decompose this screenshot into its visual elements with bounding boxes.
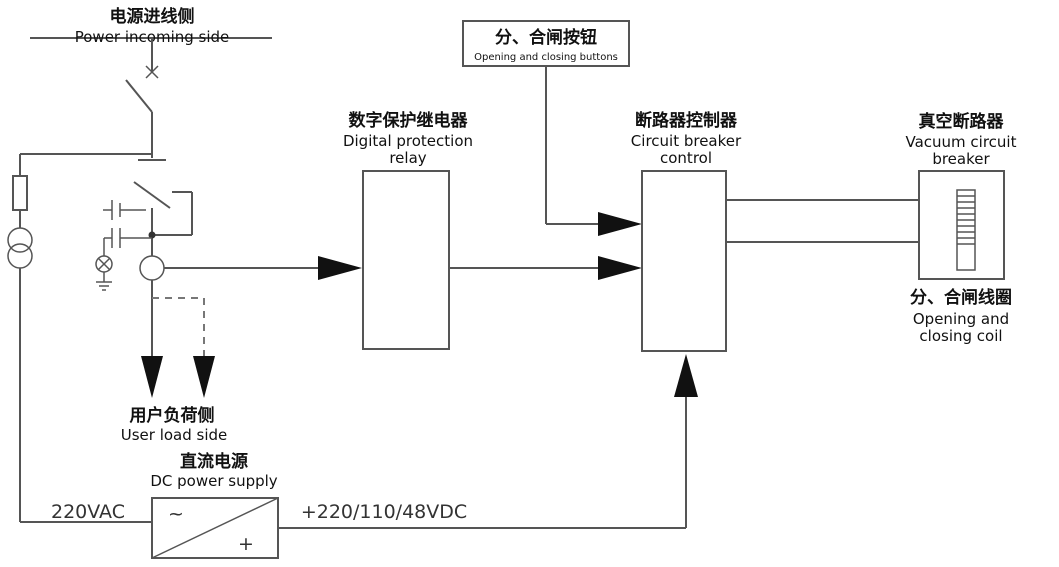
relay-en-label-1: Digital protection [343, 132, 473, 150]
buttons-box [462, 20, 630, 67]
coil-zh-label: 分、合闸线圈 [910, 287, 1012, 308]
coil-en-label-2: closing coil [919, 327, 1002, 345]
dc-supply-diagonal [151, 497, 279, 559]
load-en-label: User load side [121, 426, 228, 444]
disconnector-switch [125, 38, 159, 158]
ct-to-relay-arrow [318, 256, 362, 280]
ac-input-label: 220VAC [51, 501, 125, 523]
load-arrow-solid [141, 356, 163, 398]
voltage-transformer-branch [7, 153, 152, 523]
controller-en-label-2: control [660, 149, 712, 167]
pt-coil-upper [7, 227, 33, 253]
power-incoming-en-label: Power incoming side [75, 28, 230, 46]
coil-symbol [956, 189, 976, 271]
vcb-zh-label: 真空断路器 [919, 111, 1005, 132]
relay-en-label-2: relay [389, 149, 426, 167]
vcb-en-label-2: breaker [932, 150, 990, 168]
load-feeder [152, 297, 205, 358]
buttons-zh-label: 分、合闸按钮 [495, 27, 597, 48]
pt-coil-lower [7, 243, 33, 269]
controller-zh-label: 断路器控制器 [635, 110, 738, 131]
controller-en-label-1: Circuit breaker [631, 132, 742, 150]
dc-zh-label: 直流电源 [180, 451, 248, 472]
breaker-contact [133, 159, 193, 256]
coil-en-label-1: Opening and [913, 310, 1009, 328]
breaker-controller-box [641, 170, 727, 352]
voltage-indicator [95, 200, 152, 291]
vcb-en-label-1: Vacuum circuit [906, 133, 1017, 151]
dc-symbol: + [238, 533, 254, 555]
ac-symbol: ~ [168, 503, 184, 525]
power-incoming-zh-label: 电源进线侧 [110, 6, 195, 27]
relay-zh-label: 数字保护继电器 [349, 110, 469, 131]
protection-relay-box [362, 170, 450, 350]
buttons-en-label: Opening and closing buttons [474, 52, 618, 63]
relay-to-controller-arrow [598, 256, 642, 280]
load-arrow-dashed [193, 356, 215, 398]
load-zh-label: 用户负荷侧 [130, 405, 215, 426]
current-transformer [139, 255, 320, 362]
buttons-to-controller-arrow [598, 212, 642, 236]
dc-en-label: DC power supply [150, 472, 277, 490]
fuse-symbol [12, 175, 28, 211]
dc-to-controller-arrow [674, 354, 698, 397]
vacuum-breaker-box [918, 170, 1005, 280]
dc-output-label: +220/110/48VDC [301, 501, 467, 523]
